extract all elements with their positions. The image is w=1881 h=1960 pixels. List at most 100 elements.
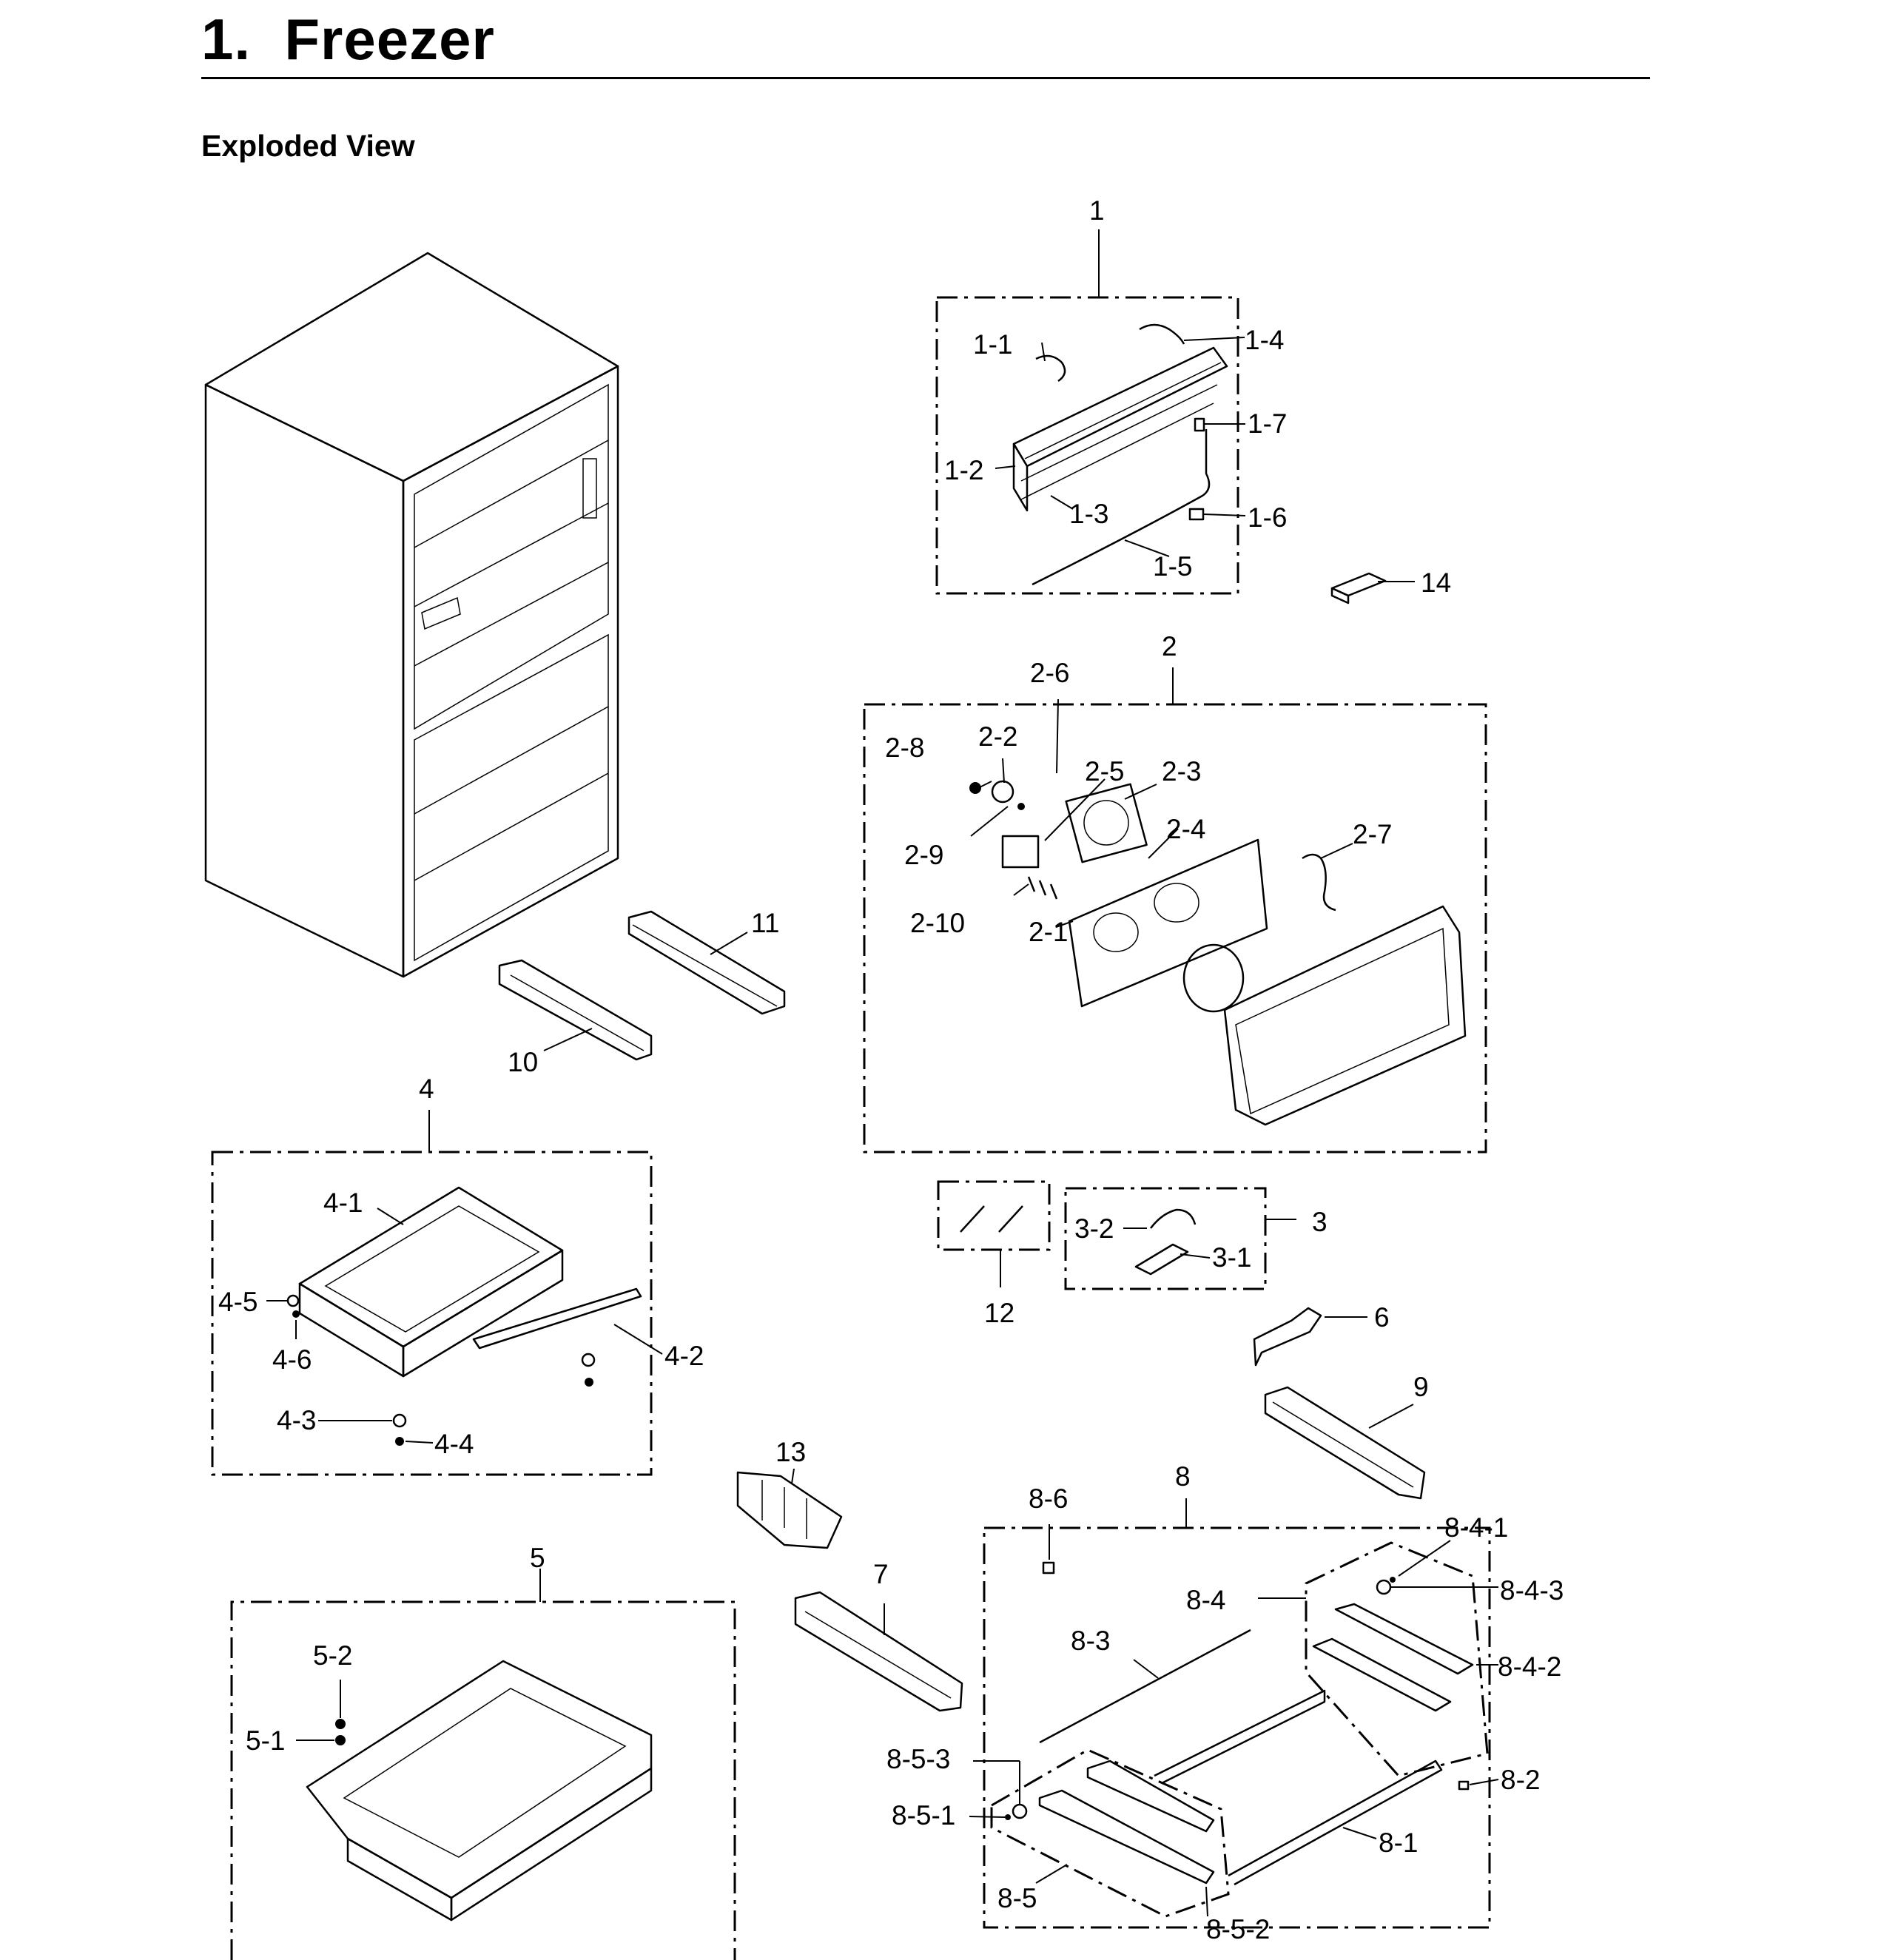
part-14: 14 — [1330, 568, 1451, 604]
callout-8-4: 8-4 — [1186, 1585, 1225, 1615]
part-8-1-frame — [1154, 1689, 1443, 1886]
callout-9: 9 — [1413, 1372, 1429, 1402]
callout-4-4: 4-4 — [434, 1429, 474, 1459]
group-3: 3 3-1 3-2 — [1064, 1187, 1328, 1290]
part-4-6-pin — [292, 1310, 300, 1318]
callout-8-1: 8-1 — [1379, 1828, 1418, 1858]
callout-1-1: 1-1 — [973, 329, 1012, 360]
callout-1-6: 1-6 — [1248, 502, 1287, 533]
part-4-4-pin-b — [585, 1378, 593, 1387]
callout-2-9: 2-9 — [904, 840, 943, 870]
group-4: 4 4-1 4-2 4-3 4-4 4-5 4-6 — [211, 1074, 704, 1476]
callout-2-2: 2-2 — [978, 721, 1017, 752]
callout-1-7: 1-7 — [1248, 408, 1287, 439]
part-8-4-1-pin — [1390, 1577, 1396, 1583]
section-subtitle: Exploded View — [201, 129, 415, 163]
callout-1: 1 — [1089, 195, 1105, 226]
part-2-10-screws — [1027, 876, 1058, 900]
part-9: 9 — [1264, 1372, 1429, 1500]
part-2-5-bracket — [1001, 835, 1040, 869]
callout-4-5: 4-5 — [218, 1287, 258, 1317]
callout-2-7: 2-7 — [1353, 819, 1392, 849]
callout-6: 6 — [1374, 1302, 1390, 1333]
callout-8-4-3: 8-4-3 — [1500, 1575, 1564, 1606]
callout-14: 14 — [1421, 568, 1451, 598]
part-2-8-grommet — [969, 782, 981, 794]
part-8-5-2-rail — [1038, 1759, 1215, 1885]
callout-2-1: 2-1 — [1029, 917, 1068, 947]
group-2: 2 2-1 2-2 2-3 2-4 2-5 2-6 2-7 2-8 2-9 2-… — [863, 631, 1487, 1154]
group-1: 1 1-1 1-2 1-3 1-4 1-5 1-6 1-7 — [935, 195, 1287, 595]
callout-8-3: 8-3 — [1071, 1626, 1110, 1656]
part-2-1-fan-cover — [1068, 838, 1268, 1008]
callout-3: 3 — [1312, 1207, 1328, 1237]
part-3-1-sensor — [1134, 1243, 1189, 1276]
group-5: 5 5-1 5-2 — [230, 1543, 736, 1960]
part-2-7-wire — [1302, 853, 1336, 912]
part-4-3-roller-b — [581, 1353, 596, 1367]
part-4-5-roller — [286, 1294, 300, 1307]
callout-10: 10 — [508, 1047, 538, 1077]
part-11: 11 — [627, 908, 786, 1015]
part-8-4-3-roller — [1376, 1579, 1392, 1595]
part-5-1-pin — [335, 1735, 346, 1745]
callout-5: 5 — [530, 1543, 545, 1573]
part-1-6-clip — [1188, 508, 1205, 521]
part-1-7-sensor — [1194, 417, 1205, 432]
callout-8: 8 — [1175, 1461, 1191, 1492]
callout-8-6: 8-6 — [1029, 1484, 1068, 1514]
callout-2-5: 2-5 — [1085, 756, 1124, 787]
group-8-5 — [990, 1748, 1230, 1918]
callout-5-2: 5-2 — [313, 1640, 352, 1671]
part-4-1-basket — [298, 1186, 564, 1378]
part-5-2-roller — [335, 1719, 346, 1729]
part-2-4-panel — [1182, 905, 1467, 1126]
callout-4-1: 4-1 — [323, 1188, 363, 1218]
callout-8-2: 8-2 — [1501, 1765, 1540, 1795]
part-1-1-wire — [1035, 354, 1066, 383]
part-1-5-heater — [1032, 429, 1211, 586]
title-rule — [201, 77, 1650, 79]
callout-1-2: 1-2 — [944, 455, 983, 485]
page-title: 1. Freezer — [201, 7, 495, 72]
part-8-2-screw — [1458, 1780, 1470, 1791]
callout-8-5-3: 8-5-3 — [886, 1744, 950, 1774]
callout-4-3: 4-3 — [277, 1405, 316, 1435]
callout-5-1: 5-1 — [246, 1725, 285, 1756]
callout-4-6: 4-6 — [272, 1344, 312, 1375]
callout-2: 2 — [1162, 631, 1177, 661]
part-6: 6 — [1253, 1302, 1390, 1367]
callout-8-5: 8-5 — [997, 1883, 1037, 1913]
callout-4: 4 — [419, 1074, 434, 1104]
part-8-3-rod — [1039, 1629, 1251, 1744]
callout-1-5: 1-5 — [1153, 551, 1192, 582]
callout-12: 12 — [984, 1298, 1014, 1328]
callout-4-2: 4-2 — [664, 1341, 704, 1371]
part-7: 7 — [794, 1559, 963, 1712]
part-13: 13 — [736, 1437, 843, 1549]
callout-8-5-2: 8-5-2 — [1206, 1914, 1270, 1944]
callout-2-8: 2-8 — [885, 733, 924, 763]
callout-11: 11 — [751, 908, 779, 938]
callout-8-4-1: 8-4-1 — [1444, 1512, 1508, 1543]
callout-13: 13 — [775, 1437, 806, 1467]
part-2-3-fan-motor — [1065, 783, 1148, 863]
callout-2-3: 2-3 — [1162, 756, 1201, 787]
group-12: 12 — [937, 1180, 1051, 1328]
part-4-3-roller — [392, 1413, 407, 1428]
part-5-basket — [306, 1660, 653, 1922]
part-8-6-clip — [1042, 1561, 1055, 1575]
part-2-9-washer — [1017, 803, 1025, 810]
part-2-2-fan — [991, 780, 1014, 804]
callout-7: 7 — [873, 1559, 889, 1589]
callout-2-4: 2-4 — [1166, 814, 1205, 844]
part-8-5-3-roller — [1012, 1803, 1028, 1819]
part-8-5-1-pin — [1005, 1814, 1011, 1820]
callout-8-5-1: 8-5-1 — [892, 1800, 955, 1831]
part-8-4-2-rail — [1312, 1603, 1474, 1712]
callout-2-6: 2-6 — [1030, 658, 1069, 688]
refrigerator-cabinet — [204, 252, 619, 978]
group-8: 8 8-1 8-2 8-3 8-4 8-4-1 8-4-2 8-4-3 8-5 … — [886, 1461, 1564, 1944]
part-4-4-pin — [395, 1437, 404, 1446]
callout-1-4: 1-4 — [1245, 325, 1284, 355]
